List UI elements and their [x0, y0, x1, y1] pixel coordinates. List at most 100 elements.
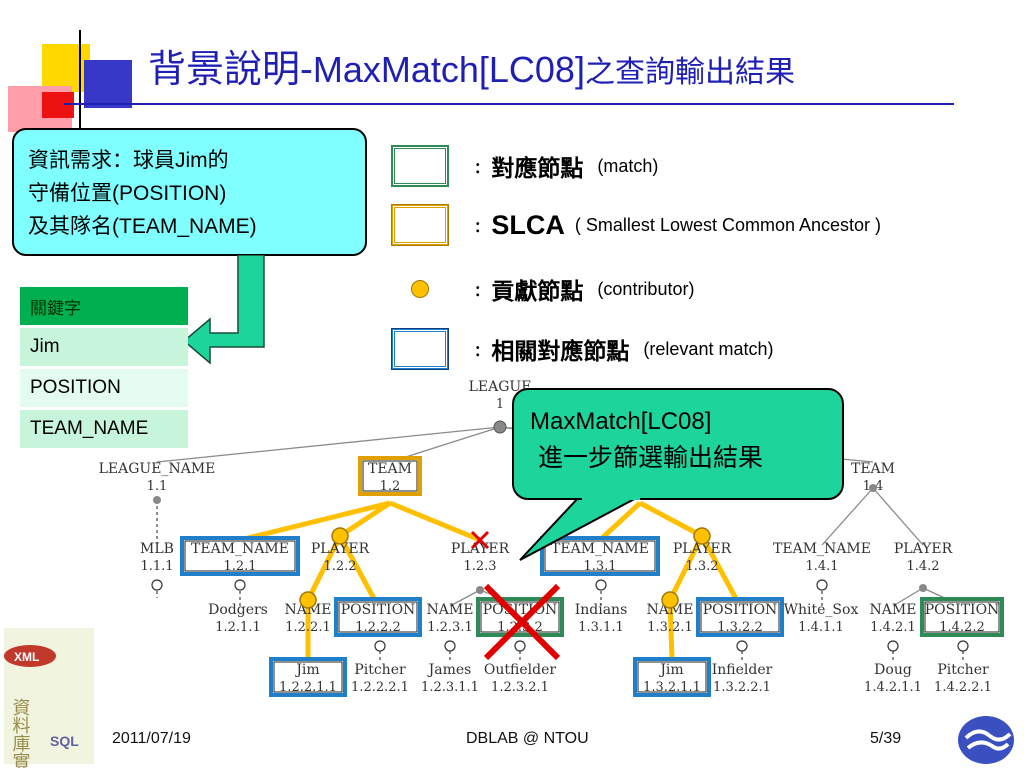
title-cjk-lead: 背景說明-	[148, 47, 313, 91]
node-box-inner	[924, 601, 1000, 633]
tree-node-label: TEAM	[368, 461, 412, 477]
node-box-inner	[700, 601, 780, 633]
footer-center: DBLAB @ NTOU	[466, 730, 589, 747]
tree-edge	[872, 487, 924, 546]
tree-node-id: 1.4.2.1.1	[864, 680, 922, 695]
leaf-node-dot	[514, 640, 526, 652]
callout-pointer-tail	[519, 495, 641, 561]
legend-contributor-zh: 貢獻節點	[491, 278, 584, 305]
tree-node-label: Pitcher	[937, 662, 989, 678]
node-box-match	[920, 597, 1004, 637]
tree-node-id: 1.3.2.1	[647, 620, 692, 635]
legend-relevant-en: (relevant match)	[643, 338, 774, 359]
leaf-node-dot	[234, 579, 246, 591]
tree-node-label: NAME	[647, 602, 694, 618]
tree-node-id: 1.3.2.1.1	[643, 680, 701, 695]
tree-node-label: White_Sox	[784, 602, 859, 618]
title-latin: MaxMatch[LC08]	[312, 49, 585, 90]
keyword-row-jim: Jim	[20, 328, 188, 366]
callout-pointer-cover	[582, 494, 640, 500]
tree-node-id: 1.1.1	[140, 559, 173, 574]
tree-node-label: Infielder	[712, 662, 773, 678]
contributor-edge	[389, 500, 481, 543]
tree-node-label: James	[427, 662, 472, 678]
corner-yellow-square	[42, 44, 90, 92]
maxmatch-callout: MaxMatch[LC08] 進一步篩選輸出結果	[512, 388, 844, 500]
node-box-inner	[273, 661, 343, 693]
node-box-slca	[358, 456, 422, 496]
contributor-dot	[693, 527, 711, 545]
root-node-dot	[493, 420, 507, 434]
contributor-edge	[305, 534, 343, 602]
tree-node-id: 1.2.3.1.1	[421, 680, 479, 695]
tree-node-id: 1.4.1	[805, 559, 838, 574]
contributor-edge	[338, 500, 392, 539]
node-box-rel	[696, 597, 784, 637]
tree-node-label: LEAGUE_NAME	[99, 461, 216, 477]
tree-node-id: 1.2.2	[323, 559, 356, 574]
tree-node-dot	[476, 586, 484, 594]
tree-node-id: 1.4.2	[906, 559, 939, 574]
tree-node-label: PLAYER	[894, 541, 953, 557]
contributor-edge	[699, 534, 743, 608]
tree-node-label: Indians	[575, 602, 628, 618]
tree-edge	[449, 589, 481, 607]
node-box-inner	[338, 601, 418, 633]
contributor-dot-icon	[411, 280, 429, 298]
slide-title: 背景說明-MaxMatch[LC08]之查詢輸出結果	[148, 38, 795, 93]
query-line-3: 及其隊名(TEAM_NAME)	[28, 214, 257, 238]
node-box-rel	[269, 657, 347, 697]
pruned-cross-large-icon	[483, 583, 561, 661]
contributor-edge	[667, 534, 705, 602]
tree-node-label: PLAYER	[451, 541, 510, 557]
contributor-dot	[331, 527, 349, 545]
tree-node-label: LEAGUE	[469, 379, 532, 395]
legend-match-en: (match)	[597, 155, 659, 176]
legend-match: : 對應節點 (match)	[391, 143, 659, 189]
legend-relevant: : 相關對應節點 (relevant match)	[391, 326, 774, 372]
tree-node-id: 1.4.2.1	[870, 620, 915, 635]
legend-match-zh: 對應節點	[491, 155, 584, 182]
tree-node-id: 1.2.1	[223, 559, 256, 574]
tree-node-label: TEAM	[851, 461, 895, 477]
tree-node-id: 1.3.2.2.1	[713, 680, 771, 695]
legend-contributor: : 貢獻節點 (contributor)	[392, 266, 694, 312]
leaf-node-dot	[816, 579, 828, 591]
legend-contributor-en: (contributor)	[597, 278, 695, 299]
contributor-dot	[299, 591, 317, 609]
lab-logo: XML 資料庫實驗室 SQL	[4, 628, 94, 768]
tree-node-id: 1.1	[147, 479, 168, 494]
pruned-cross-small-icon	[470, 530, 490, 550]
node-box-rel	[633, 657, 711, 697]
tree-node-id: 1.3.2.2	[717, 620, 762, 635]
xml-tree-diagram: LEAGUE1LEAGUE_NAME1.1TEAM1.2TEAM1.4MLB1.…	[99, 379, 1004, 697]
legend-slca: : SLCA ( Smallest Lowest Common Ancestor…	[391, 202, 881, 248]
node-box-inner	[184, 540, 296, 572]
tree-node-id: 1.3.1.1	[578, 620, 623, 635]
tree-node-label: Pitcher	[354, 662, 406, 678]
tree-node-label: TEAM_NAME	[773, 541, 871, 557]
maxmatch-line-2: 進一步篩選輸出結果	[538, 443, 764, 472]
query-line-1: 資訊需求：球員Jim的	[28, 148, 229, 172]
tree-node-label: POSITION	[925, 602, 1000, 618]
tree-node-id: 1.2.3	[463, 559, 496, 574]
tree-node-dot	[153, 496, 161, 504]
contributor-edge	[667, 599, 675, 661]
contributor-edge	[239, 500, 391, 543]
tree-node-dot	[919, 584, 927, 592]
relevant-box-icon	[391, 328, 449, 370]
maxmatch-callout-pointer	[519, 495, 641, 561]
tree-node-label: MLB	[140, 541, 174, 557]
tree-node-label: Jim	[658, 662, 683, 678]
callout-arrow	[182, 255, 265, 365]
tree-node-label: PLAYER	[673, 541, 732, 557]
tree-node-id: 1.2.2.2	[355, 620, 400, 635]
tree-node-id: 1.2.3.2.1	[491, 680, 549, 695]
tree-node-label: Jim	[294, 662, 319, 678]
leaf-node-dot	[374, 640, 386, 652]
xml-badge-icon	[4, 645, 56, 667]
tree-node-label: POSITION	[703, 602, 778, 618]
keyword-table: 關鍵字 Jim POSITION TEAM_NAME	[20, 284, 188, 451]
match-box-icon	[391, 145, 449, 187]
leaf-node-dot	[444, 640, 456, 652]
